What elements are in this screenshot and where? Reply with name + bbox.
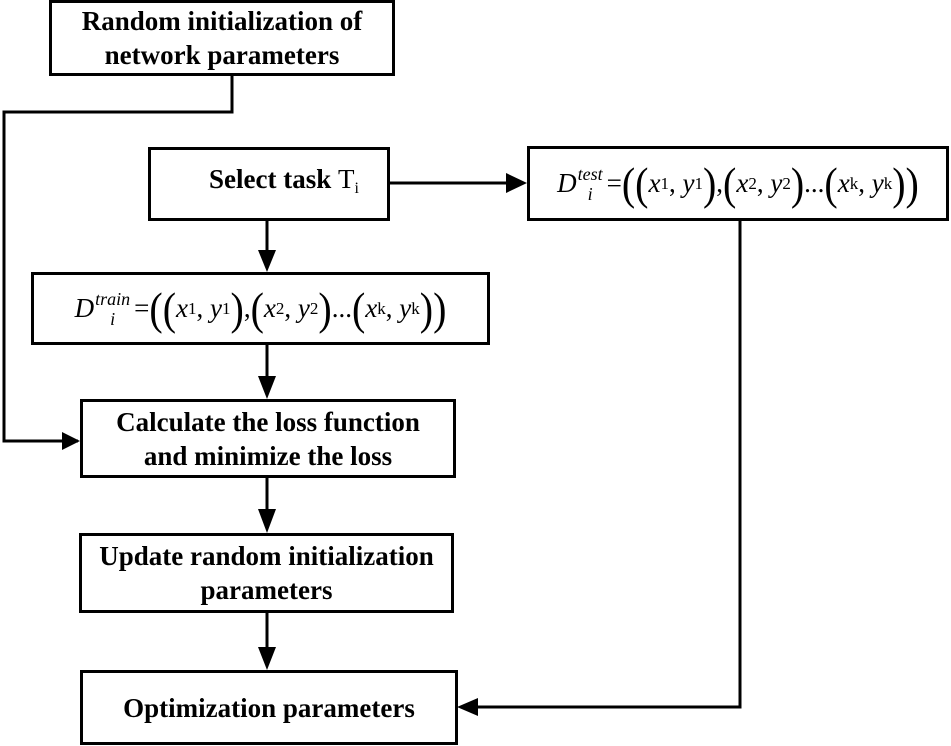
arrowhead-train-to-loss [258,376,276,399]
node-optimization-params-label: Optimization parameters [123,692,415,723]
test-ellipsis: ... [804,168,825,198]
test-eq: = [606,168,622,198]
arrowhead-update-to-optimize [258,647,276,670]
train-ellipsis: ... [331,293,352,323]
test-sup: test [577,163,603,184]
node-random-init-line1: Random initialization of [81,6,363,36]
arrowhead-loss-to-update [258,509,276,533]
train-symbol: D [74,293,95,323]
node-random-init-line2: network parameters [104,40,340,70]
train-eq: = [134,293,150,323]
test-sub: i [587,183,593,204]
node-select-task-label: Select task [209,164,332,194]
arrowhead-test-to-optimize [457,698,478,716]
node-update-params-line1: Update random initialization [99,541,434,571]
node-update-params: Update random initialization parameters [79,533,454,613]
node-calculate-loss-line1: Calculate the loss function [116,406,420,437]
edge-test-to-optimize [478,219,742,709]
train-sub: i [110,308,116,329]
task-symbol: Ti [338,164,359,197]
arrowhead-init-to-loss [62,432,80,450]
node-random-init: Random initialization of network paramet… [49,0,395,76]
arrowhead-select-to-test [506,173,527,193]
train-sup: train [95,288,131,309]
test-symbol: D [557,168,577,198]
edge-init-to-loss [2,74,234,443]
node-select-task: Select task Ti [148,147,390,221]
arrowhead-select-to-train [258,250,276,272]
node-update-params-line2: parameters [200,575,333,605]
node-optimization-params: Optimization parameters [80,670,458,745]
node-calculate-loss: Calculate the loss function and minimize… [80,399,456,478]
node-calculate-loss-line2: and minimize the loss [143,440,393,471]
